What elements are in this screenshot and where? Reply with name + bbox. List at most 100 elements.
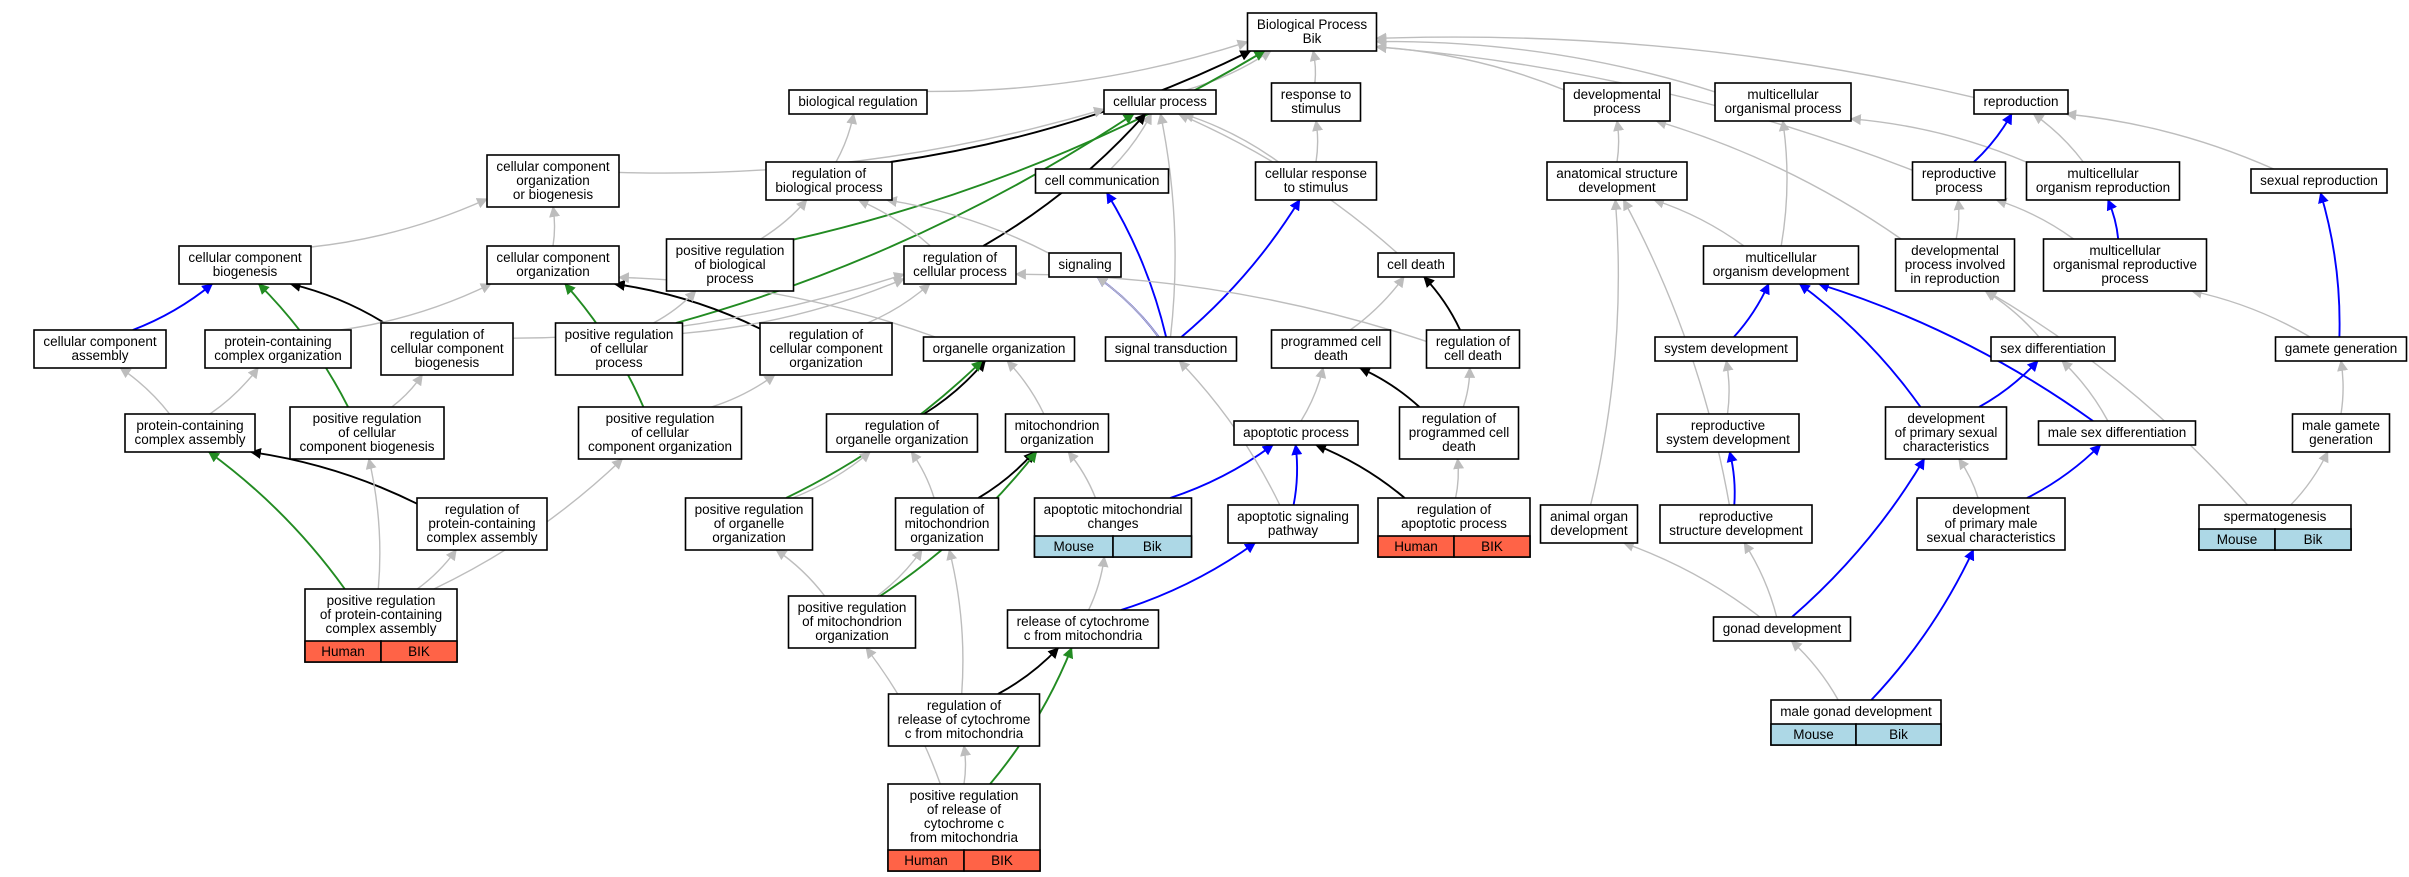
edge-is-a (549, 205, 560, 247)
term-node-system-development[interactable]: system development (1654, 336, 1798, 362)
term-label: protein-containing (428, 516, 535, 531)
edge-regulates (977, 451, 1035, 499)
term-node-male-sex-differentiation[interactable]: male sex differentiation (2037, 420, 2197, 446)
term-node-signaling[interactable]: signaling (1048, 252, 1122, 278)
term-label: generation (2309, 432, 2373, 447)
edge-is-a (1655, 118, 1902, 240)
term-node-gamete-generation[interactable]: gamete generation (2274, 336, 2408, 362)
term-box (894, 497, 1000, 551)
species-tag-cell (1855, 723, 1942, 746)
term-label: cellular component (390, 341, 504, 356)
term-node-apoptotic-process[interactable]: apoptotic process (1233, 420, 1359, 446)
term-label: signal transduction (1115, 341, 1228, 356)
term-node-cell-death[interactable]: cell death (1377, 252, 1455, 278)
term-label: apoptotic mitochondrial (1044, 502, 1183, 517)
term-box (1973, 89, 2069, 115)
term-box (759, 322, 893, 376)
term-label: signaling (1058, 257, 1111, 272)
term-node-reproduction[interactable]: reproduction (1973, 89, 2069, 115)
edge-positively-regulates (675, 113, 1135, 324)
term-label: changes (1087, 516, 1138, 531)
edge-is-a (857, 198, 931, 247)
term-label: mitochondrion (1015, 418, 1100, 433)
term-box (1884, 406, 2008, 460)
edge-regulates (1358, 367, 1421, 408)
term-box (2250, 168, 2388, 194)
term-node-sex-differentiation[interactable]: sex differentiation (1990, 336, 2116, 362)
term-node-gonad-development[interactable]: gonad development (1712, 616, 1852, 642)
term-label: complex organization (214, 348, 342, 363)
edge-is-a (1067, 451, 1097, 499)
edge-is-a (1985, 290, 2249, 506)
term-label: multicellular (1745, 250, 1817, 265)
term-node-organelle-organization[interactable]: organelle organization (922, 336, 1076, 362)
term-label: regulation of (410, 327, 485, 342)
term-box (887, 693, 1041, 747)
edge-is-a (1622, 541, 1761, 618)
term-node-biological-regulation[interactable]: biological regulation (788, 89, 928, 115)
term-box (1048, 252, 1122, 278)
edge-part-of (1978, 360, 2039, 408)
edge-part-of (1120, 542, 1256, 611)
term-node-cell-communication[interactable]: cell communication (1034, 168, 1170, 194)
edge-is-a (1182, 111, 1279, 163)
term-box (1546, 161, 1688, 201)
term-label: structure development (1669, 523, 1803, 538)
term-node-cellular-process[interactable]: cellular process (1103, 89, 1217, 115)
edge-is-a (946, 548, 964, 695)
term-label: apoptotic signaling (1237, 509, 1349, 524)
term-node-signal-transduction[interactable]: signal transduction (1104, 336, 1238, 362)
term-node-sexual-reproduction[interactable]: sexual reproduction (2250, 168, 2388, 194)
term-box (1006, 609, 1160, 649)
